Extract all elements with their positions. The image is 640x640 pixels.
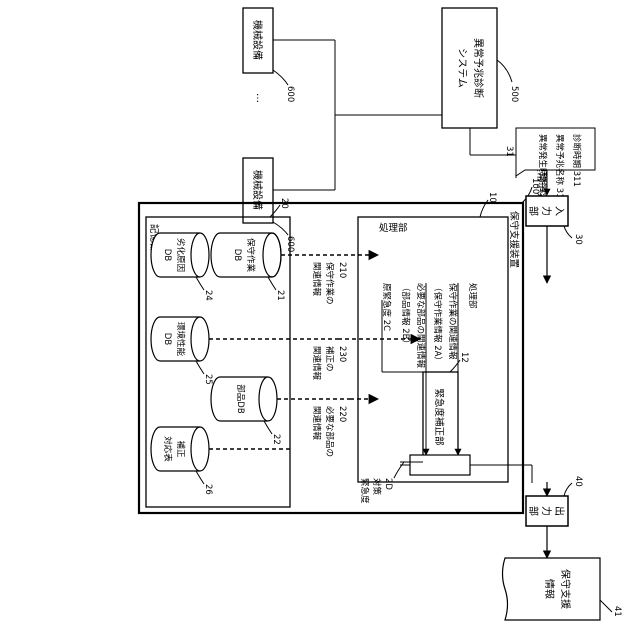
output-ref: 40 [573, 476, 583, 487]
sig-230-line2: 関連情報 [311, 346, 322, 381]
db-22-ref: 22 [271, 434, 281, 445]
db-25-label-1: 環境性能 [175, 322, 186, 357]
merge-block [410, 455, 470, 475]
proc-item-3: 原緊急度 2C [381, 283, 392, 331]
db-26-ref: 26 [203, 484, 213, 495]
proc-item-2b: （部品情報 2B） [400, 283, 411, 348]
signal-2d-ref: 2D [383, 478, 393, 490]
storage-ref: 20 [279, 198, 289, 209]
sig-210-ref: 210 [337, 262, 347, 278]
db-26-label-1: 補正 [175, 440, 186, 458]
sig-230-line1: 補正の [324, 346, 335, 372]
support-ref: 41 [612, 606, 622, 617]
db-24-label-1: 劣化原因 [175, 238, 186, 272]
db-24-ref: 24 [203, 290, 213, 301]
system-500-box [442, 8, 497, 128]
signal-2d-line1: 対策 [371, 478, 382, 496]
db-26-label-2: 対応表 [162, 436, 173, 462]
anomaly-item-1: 診断時期 311 [571, 134, 582, 187]
db-24-label-2: DB [162, 249, 172, 262]
proc-item-1: 保守作業の関連情報 [447, 283, 458, 360]
device-ref: 100 [530, 178, 540, 194]
device-title: 保守支援装置 [508, 211, 520, 268]
anomaly-ref: 31 [504, 146, 514, 157]
db-25-ref: 25 [203, 374, 213, 385]
processing-ref: 10 [487, 192, 497, 203]
sig-210-line2: 関連情報 [311, 262, 322, 297]
sig-210-line1: 保守作業の [324, 262, 335, 305]
sig-230-ref: 230 [337, 346, 347, 362]
system-label-2: システム [456, 48, 468, 88]
sig-220-line2: 関連情報 [311, 406, 322, 441]
db-21-label-2: DB [232, 249, 242, 262]
correction-ref: 12 [459, 352, 469, 363]
db-21-label-1: 保守作業 [245, 238, 256, 273]
processing-title: 処理部 [379, 222, 408, 234]
system-ref: 500 [509, 86, 519, 102]
db-21-ref: 21 [275, 290, 285, 301]
equipment-ref-1: 600 [285, 86, 295, 102]
input-label-1: 入 [553, 206, 564, 216]
db-25-label-2: DB [162, 333, 172, 346]
anomaly-item-2: 異常予兆名称 312 [554, 134, 565, 204]
input-ref: 30 [573, 234, 583, 245]
processing-heading: 処理部 [467, 283, 478, 309]
ellipsis-text: … [254, 93, 265, 103]
proc-item-2: 必要な部品の関連情報 [415, 283, 426, 369]
sig-220-ref: 220 [337, 406, 347, 422]
db-22-label: 部品DB [235, 384, 246, 414]
correction-unit-label: 緊急度補正部 [433, 388, 445, 445]
signal-2d-line2: 緊急度 [359, 478, 370, 504]
sig-220-line1: 必要な部品の [324, 406, 335, 457]
proc-item-1b: （保守作業情報 2A） [432, 283, 443, 365]
